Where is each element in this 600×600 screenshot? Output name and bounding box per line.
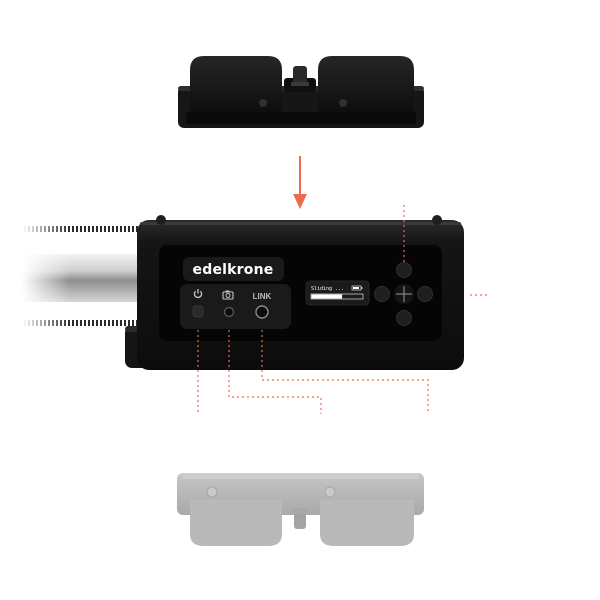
power-icon — [193, 289, 203, 299]
brand-plate — [183, 257, 284, 281]
display-text: Sliding ... — [311, 286, 344, 292]
callout-lines — [197, 205, 490, 414]
slider-unit: edelkrone LINK Sliding ... — [125, 215, 464, 370]
progress-fill — [311, 294, 343, 299]
dpad-up-button[interactable] — [396, 262, 412, 278]
bottom-mount-right-pad — [320, 500, 414, 546]
link-button[interactable] — [255, 305, 269, 319]
camera-button[interactable] — [223, 306, 235, 318]
top-mount-left-pad — [190, 56, 282, 112]
bottom-mount-screw — [294, 513, 306, 529]
bottom-mount-left-pad — [190, 500, 282, 546]
bottom-mount-plate — [177, 473, 424, 546]
oled-display — [305, 280, 370, 306]
brand-logo: edelkrone — [193, 262, 274, 278]
link-label: LINK — [253, 292, 272, 301]
top-mount-screw — [293, 66, 307, 84]
down-arrow — [293, 156, 307, 209]
camera-icon — [222, 290, 234, 300]
dpad-left-button[interactable] — [374, 286, 390, 302]
power-button[interactable] — [192, 305, 204, 318]
dpad-right-button[interactable] — [417, 286, 433, 302]
slider-rail — [22, 220, 140, 332]
callout-link — [261, 330, 429, 413]
direction-pad — [374, 262, 433, 326]
top-mount-plate — [178, 56, 424, 128]
battery-icon — [351, 285, 362, 291]
dpad-down-button[interactable] — [396, 310, 412, 326]
top-mount-right-pad — [318, 56, 414, 112]
progress-track — [310, 293, 364, 300]
